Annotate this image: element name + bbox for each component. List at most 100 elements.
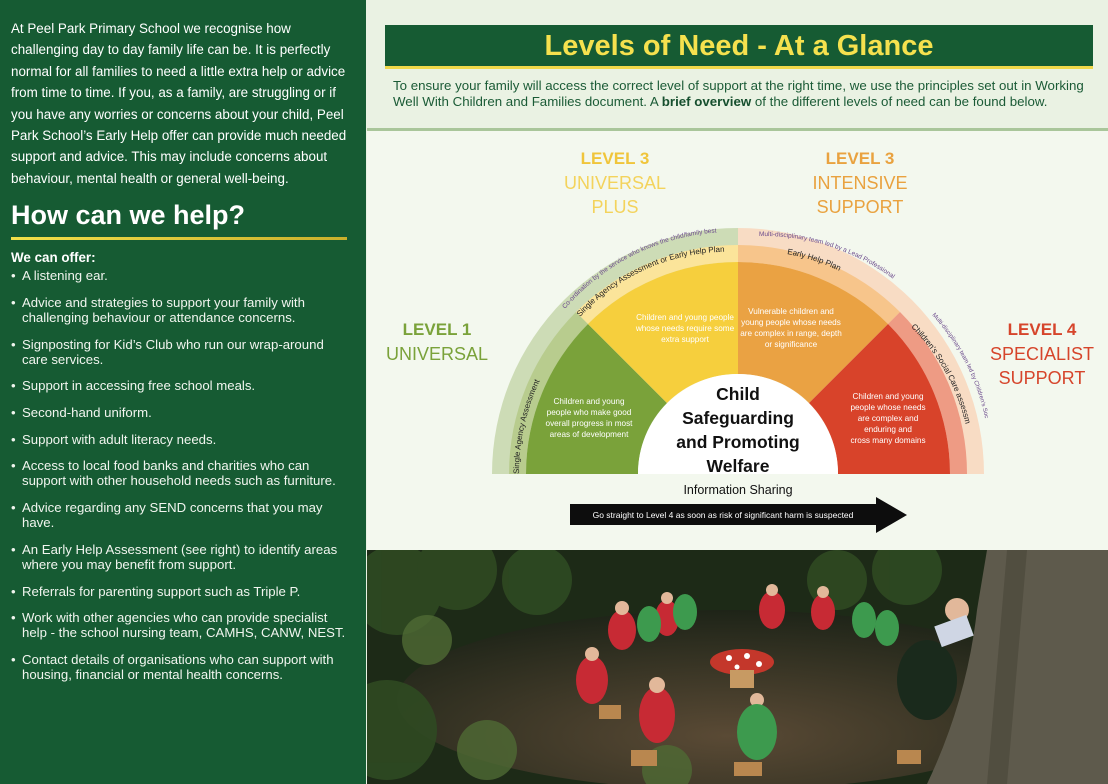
level-number: LEVEL 1: [402, 320, 472, 339]
bullet-icon: •: [11, 652, 16, 667]
segment-text: overall progress in most: [546, 419, 634, 428]
lead-paragraph: To ensure your family will access the co…: [393, 78, 1093, 110]
list-item: • Advice and strategies to support your f…: [11, 295, 352, 325]
list-item: • Work with other agencies who can provid…: [11, 610, 352, 640]
lead-text: To ensure your family will access the co…: [393, 78, 1084, 109]
bullet-icon: •: [11, 431, 16, 447]
segment-text: or significance: [765, 340, 818, 349]
level-3-intensive-label: LEVEL 3 INTENSIVE SUPPORT: [795, 147, 925, 219]
offer-text: An Early Help Assessment (see right) to …: [22, 541, 338, 573]
segment-text: whose needs require some: [635, 324, 735, 333]
band-green: [508, 312, 588, 474]
levels-arc: Single Agency Assessment Single Agency A…: [367, 131, 989, 533]
bullet-icon: •: [11, 378, 16, 394]
segment-text: are complex and: [858, 414, 919, 423]
bullet-icon: •: [11, 500, 16, 516]
level-name: SPECIALIST: [989, 344, 1095, 364]
segment-text: extra support: [661, 335, 710, 344]
offer-text: Signposting for Kid’s Club who run our w…: [22, 336, 324, 367]
offer-text: Support with adult literacy needs.: [22, 431, 217, 447]
offer-list: • A listening ear. • Advice and strategies…: [11, 268, 352, 682]
list-item: • Support with adult literacy needs.: [11, 432, 352, 447]
segment-level-3-intensive: [738, 261, 888, 403]
offer-text: Access to local food banks and charities…: [22, 458, 336, 489]
segment-text: people who make good: [547, 408, 632, 417]
level-name: INTENSIVE: [812, 173, 908, 193]
level-number: LEVEL 4: [1007, 320, 1077, 339]
level-number: LEVEL 3: [580, 149, 650, 168]
segment-text: Children and young: [553, 397, 624, 406]
center-title: Child: [716, 384, 760, 404]
center-subtitle: Information Sharing: [683, 483, 792, 497]
bullet-icon: •: [11, 294, 16, 310]
band-orange: [738, 244, 900, 324]
level-1-label: LEVEL 1 UNIVERSAL: [377, 318, 497, 366]
bullet-icon: •: [11, 405, 16, 421]
offer-title: We can offer:: [11, 250, 96, 266]
level-name: SUPPORT: [816, 197, 904, 217]
offer-text: Support in accessing free school meals.: [22, 378, 256, 394]
levels-diagram: LEVEL 1 UNIVERSAL LEVEL 3 UNIVERSAL PLUS…: [367, 131, 1108, 550]
level-4-label: LEVEL 4 SPECIALIST SUPPORT: [977, 318, 1107, 390]
list-item: • Signposting for Kid’s Club who run our …: [11, 337, 352, 367]
segment-text: people whose needs: [850, 403, 925, 412]
segment-level-4: [809, 324, 951, 474]
help-heading: How can we help?: [11, 200, 246, 231]
escalation-arrow: [570, 497, 907, 533]
title-banner: Levels of Need - At a Glance: [385, 25, 1093, 69]
segment-text: areas of development: [550, 430, 629, 439]
level-name: SUPPORT: [998, 368, 1086, 388]
segment-text: enduring and: [864, 425, 912, 434]
list-item: • An Early Help Assessment (see right) to…: [11, 542, 352, 572]
bullet-icon: •: [11, 336, 16, 352]
list-item: • Referrals for parenting support such as…: [11, 584, 352, 599]
list-item: • A listening ear.: [11, 268, 352, 283]
list-item: • Access to local food banks and charitie…: [11, 458, 352, 488]
bullet-icon: •: [11, 583, 16, 599]
lead-text-end: of the different levels of need can be f…: [751, 93, 1048, 109]
level-name: UNIVERSAL: [385, 344, 489, 364]
offer-text: Contact details of organisations who can…: [22, 652, 334, 683]
segment-text: Vulnerable children and: [748, 307, 834, 316]
bullet-icon: •: [11, 610, 16, 626]
segment-text: cross many domains: [850, 436, 925, 445]
center-title: and Promoting: [676, 432, 799, 452]
bullet-icon: •: [11, 268, 16, 284]
segment-text: young people whose needs: [741, 318, 841, 327]
center-circle: [638, 374, 838, 474]
center-title: Welfare: [707, 456, 770, 476]
bullet-icon: •: [11, 541, 16, 557]
divider: [367, 128, 1108, 131]
offer-text: Second-hand uniform.: [22, 405, 152, 421]
intro-text: At Peel Park Primary School we recognise…: [11, 21, 347, 186]
offer-text: Work with other agencies who can provide…: [22, 610, 346, 641]
photo-illustration: [367, 550, 1108, 784]
offer-text: Advice regarding any SEND concerns that …: [22, 500, 323, 531]
segment-text: Children and young people: [636, 313, 734, 322]
band-yellow: [576, 244, 738, 324]
level-name: PLUS: [591, 197, 639, 217]
segment-text: are complex in range, depth: [740, 329, 842, 338]
left-panel: At Peel Park Primary School we recognise…: [0, 0, 366, 784]
offer-text: Referrals for parenting support such as …: [22, 583, 301, 599]
list-item: • Advice regarding any SEND concerns that…: [11, 500, 352, 530]
offer-text: A listening ear.: [22, 268, 108, 284]
list-item: • Second-hand uniform.: [11, 405, 352, 420]
heading-underline: [11, 237, 347, 241]
level-name: UNIVERSAL: [563, 173, 667, 193]
segment-text: Children and young: [852, 392, 923, 401]
segment-level-1: [525, 324, 667, 474]
list-item: • Contact details of organisations who ca…: [11, 652, 352, 682]
segment-level-3-plus: [588, 261, 738, 403]
level-3-universal-plus-label: LEVEL 3 UNIVERSAL PLUS: [550, 147, 680, 219]
band-red: [888, 312, 967, 474]
center-title: Safeguarding: [682, 408, 794, 428]
bullet-icon: •: [11, 458, 16, 474]
level-number: LEVEL 3: [825, 149, 895, 168]
lead-emphasis: brief overview: [661, 93, 752, 109]
page-title: Levels of Need - At a Glance: [544, 30, 934, 62]
list-item: • Support in accessing free school meals.: [11, 378, 352, 393]
arrow-text: Go straight to Level 4 as soon as risk o…: [593, 510, 854, 520]
children-outdoor-photo: [367, 550, 1108, 784]
offer-text: Advice and strategies to support your fa…: [22, 294, 305, 326]
